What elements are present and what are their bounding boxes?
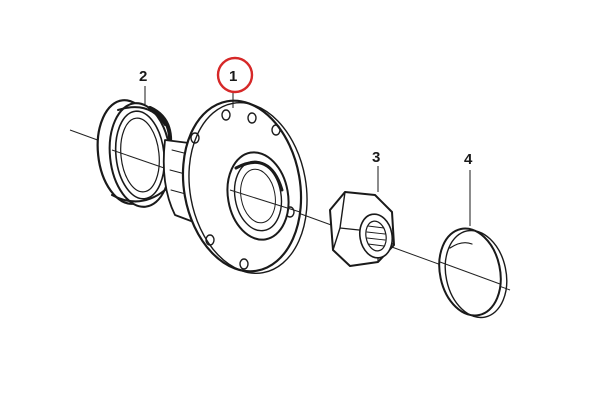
- callout-4: 4: [464, 151, 473, 168]
- callout-1: 1: [229, 68, 237, 85]
- callout-2: 2: [139, 68, 147, 85]
- part-1-wheel-hub[interactable]: [162, 91, 320, 283]
- part-3-axle-nut[interactable]: [329, 191, 396, 267]
- part-2-seal-ring[interactable]: [93, 97, 176, 210]
- part-4-dust-cap[interactable]: [432, 223, 515, 324]
- highlight-circle: [216, 56, 254, 94]
- callout-3: 3: [372, 149, 380, 166]
